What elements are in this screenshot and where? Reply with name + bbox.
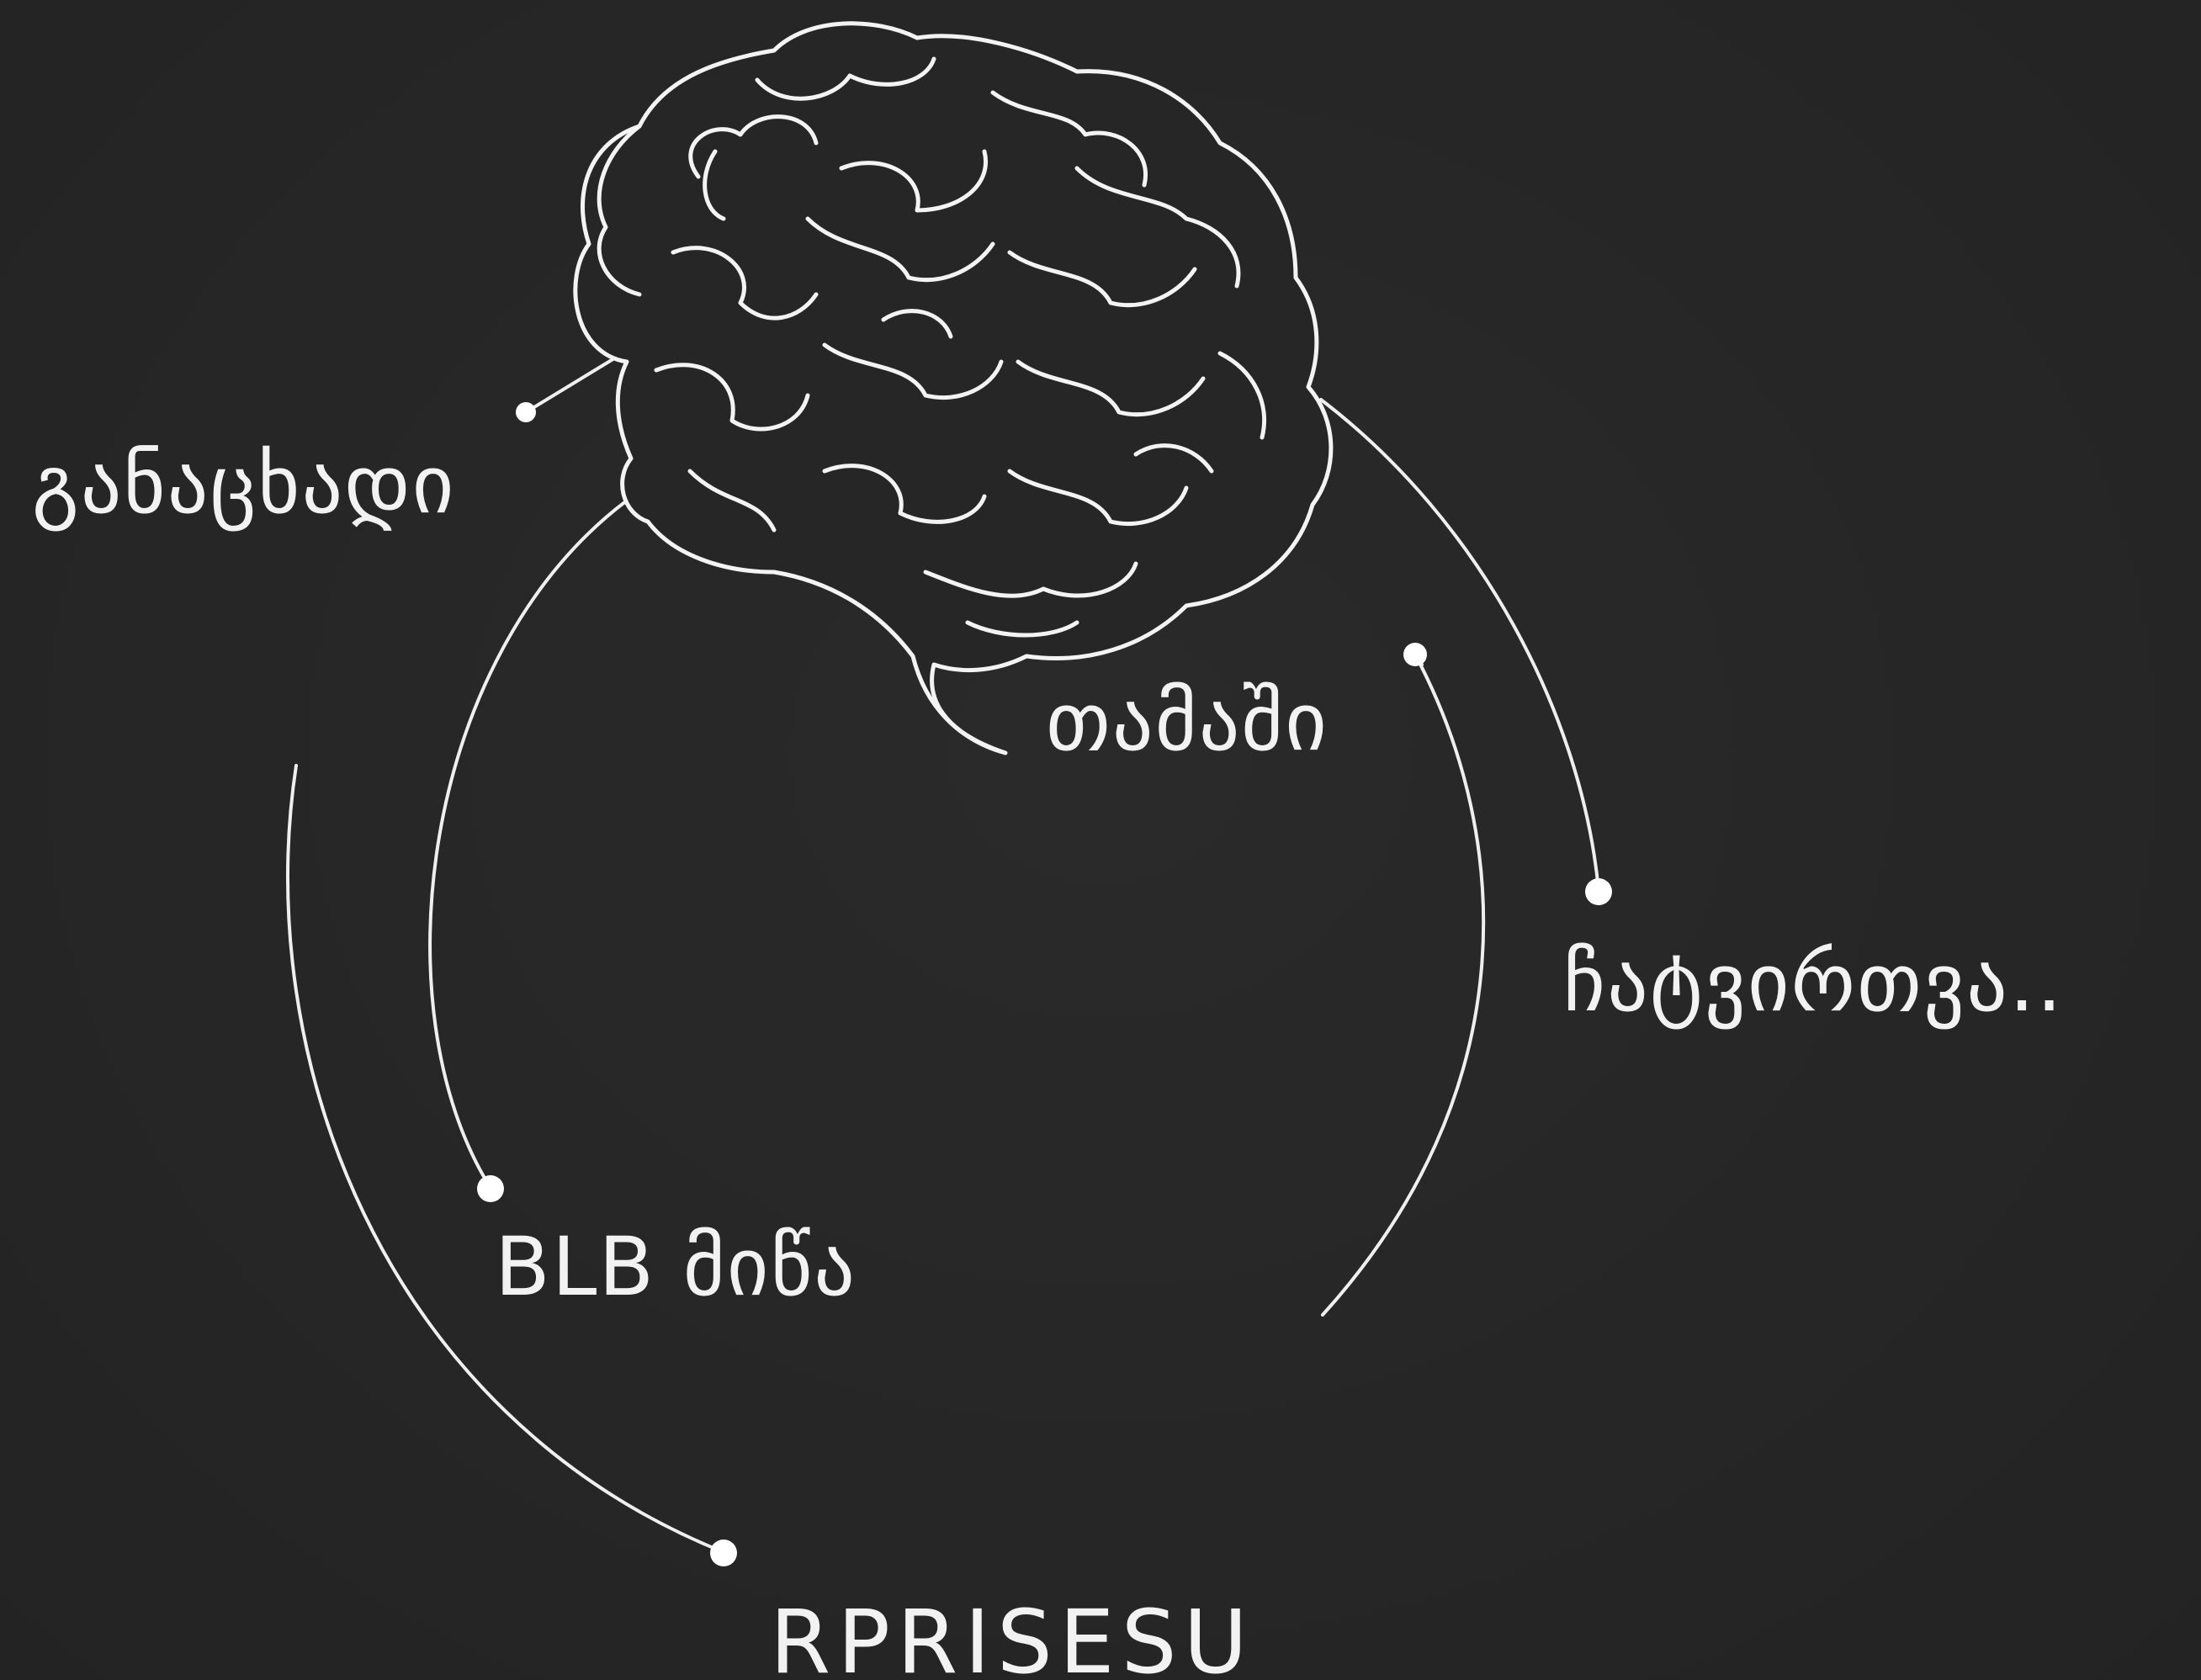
inner-left-arc (428, 499, 628, 1190)
dot-loading (1585, 878, 1612, 905)
loading-status-text: ჩატვირთვა.. (1563, 935, 2064, 1030)
dot-world (477, 1175, 504, 1202)
outer-left-arc (286, 764, 725, 1554)
announce-connector (524, 352, 624, 414)
inner-right-arc (1321, 653, 1486, 1317)
outer-right-arc (1319, 398, 1600, 892)
dot-game (1403, 643, 1427, 666)
brain-icon (573, 21, 1334, 755)
menu-item-game[interactable]: თამაში (1046, 675, 1329, 769)
dot-bottom (710, 1540, 737, 1566)
menu-item-world[interactable]: BLB მიწა (495, 1220, 857, 1314)
menu-item-announcement[interactable]: განაცხადი (32, 437, 456, 532)
menu-item-bottom[interactable]: RPRISESU (770, 1591, 1254, 1680)
dot-announce (516, 402, 536, 422)
